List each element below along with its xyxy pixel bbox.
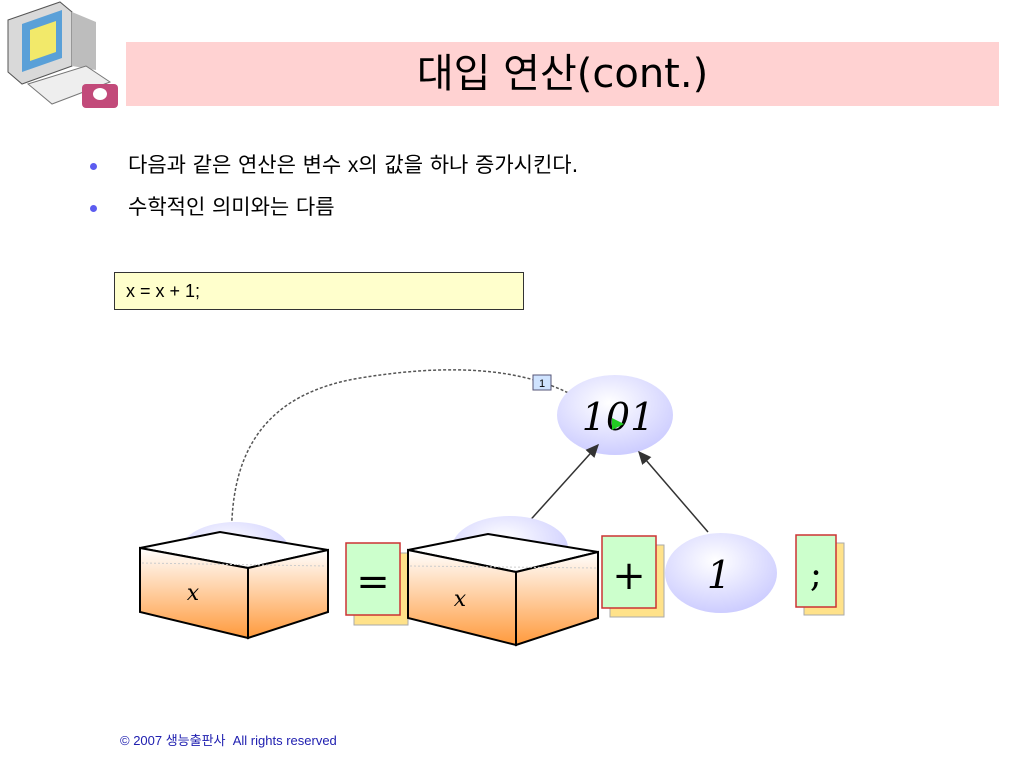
bullet-item: 수학적인 의미와는 다름	[88, 197, 578, 218]
plus-symbol: +	[612, 553, 646, 599]
operand-value: 1	[707, 553, 731, 597]
right-variable-box: 100 x	[407, 516, 599, 647]
bullet-text-before: 다음과 같은 연산은 변수	[128, 153, 348, 177]
right-box-label: x	[454, 587, 467, 612]
result-bubble	[557, 375, 673, 455]
left-variable-box: 100 x	[139, 522, 329, 640]
slide-title: 대입 연산(cont.)	[416, 51, 709, 97]
semicolon-card: ;	[795, 534, 845, 616]
bullet-variable: x	[347, 154, 359, 177]
step-marker-label: 1	[539, 378, 545, 390]
bullet-item: 다음과 같은 연산은 변수 x의 값을 하나 증가시킨다.	[88, 155, 578, 176]
left-box-label: x	[187, 581, 200, 606]
bullet-dot-icon	[90, 163, 97, 170]
result-value: 101	[582, 395, 655, 439]
assignment-curve-arrow	[230, 369, 613, 553]
arrow-from-one	[638, 450, 709, 533]
plus-card: +	[601, 535, 665, 618]
code-example-box: x = x + 1;	[114, 272, 524, 310]
semicolon-symbol: ;	[810, 554, 822, 595]
step-marker-box	[532, 374, 552, 391]
bullet-dot-icon	[90, 205, 97, 212]
bullet-text: 수학적인 의미와는 다름	[128, 195, 335, 219]
equals-card: =	[345, 542, 409, 626]
bullet-text-after: 의 값을 하나 증가시킨다.	[358, 153, 579, 177]
arrow-from-x	[524, 443, 600, 527]
equals-symbol: =	[356, 559, 390, 605]
copyright-footer: © 2007 생능출판사 All rights reserved	[120, 733, 337, 748]
computer-logo-icon	[7, 1, 118, 108]
play-marker-icon	[612, 418, 624, 430]
operand-bubble: 1	[665, 533, 777, 613]
title-band	[126, 42, 999, 106]
bullet-list: 다음과 같은 연산은 변수 x의 값을 하나 증가시킨다. 수학적인 의미와는 …	[88, 155, 578, 239]
